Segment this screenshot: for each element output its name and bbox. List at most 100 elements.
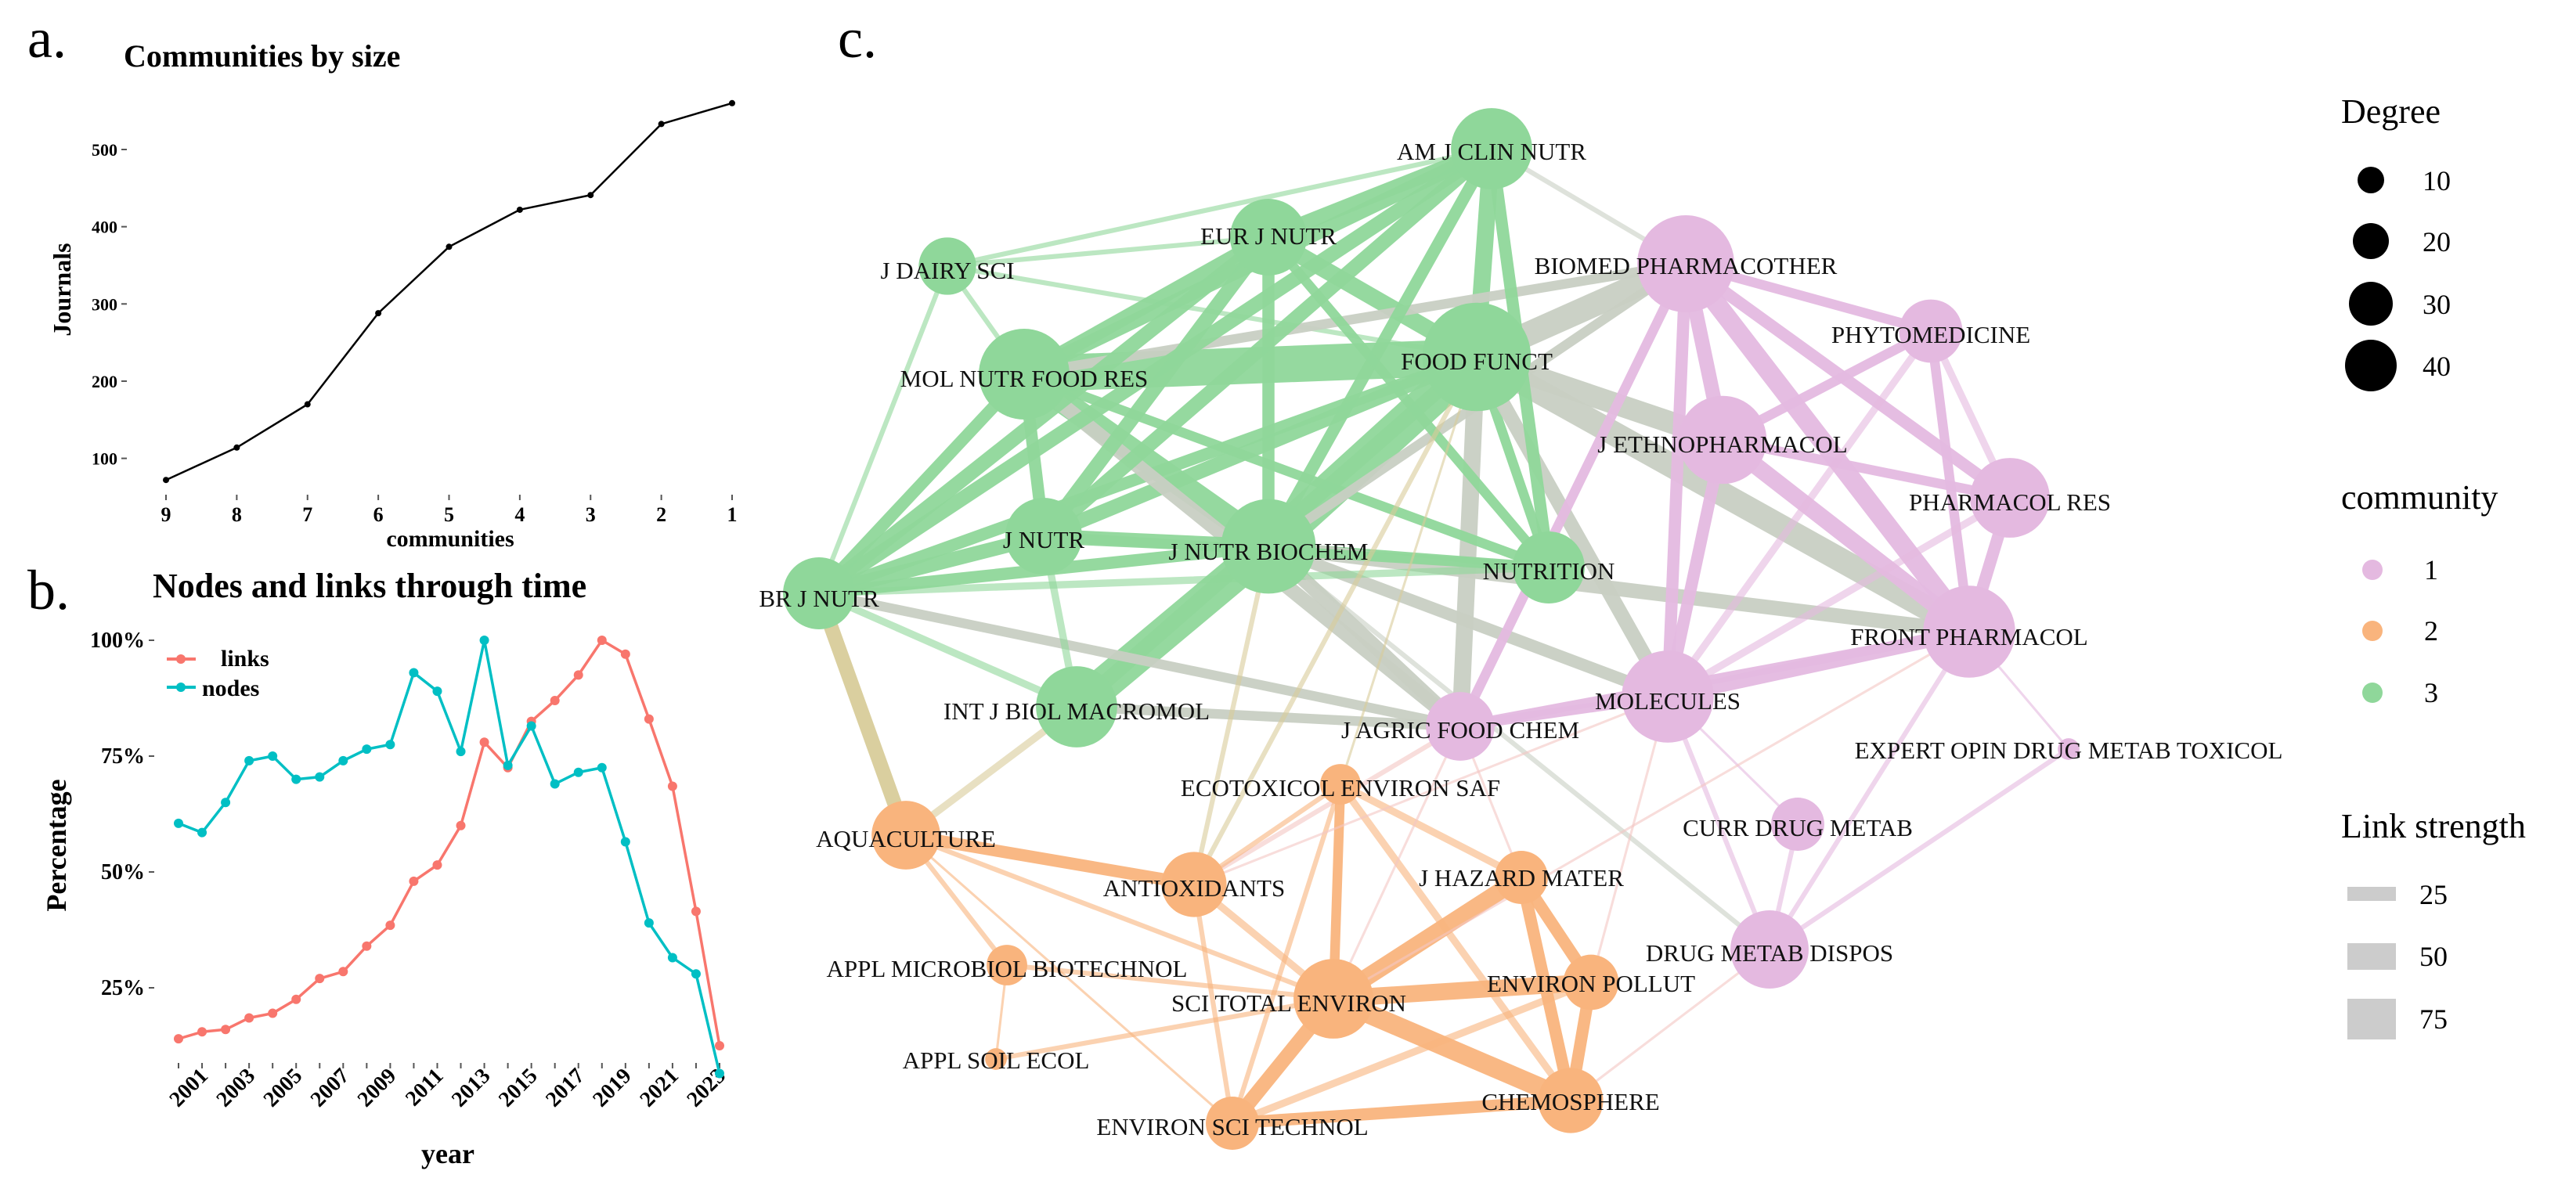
network-link (1036, 141, 1499, 544)
b-data-point-nodes (597, 762, 607, 773)
b-data-point-nodes (315, 772, 325, 782)
network-node-label: EXPERT OPIN DRUG METAB TOXICOL (1855, 737, 2283, 764)
b-data-point-nodes (362, 744, 372, 755)
b-data-point-links (456, 820, 466, 830)
network-node (1005, 498, 1082, 575)
b-series-line-links (178, 638, 721, 1046)
b-data-point-nodes (197, 827, 207, 838)
legend-community-1-label: 1 (2424, 554, 2438, 585)
panel-c-letter: c. (838, 7, 877, 70)
a-data-point (658, 121, 665, 128)
b-ytick-label: 100% (90, 629, 145, 653)
b-xtick-label: 2007 (306, 1064, 355, 1112)
a-ytick-label: 200 (92, 372, 117, 391)
network-link (944, 234, 1272, 269)
network-link (1265, 543, 1773, 953)
network-link (1766, 629, 1972, 953)
panel-a-letter: a. (27, 7, 67, 70)
a-xtick-label: 5 (444, 503, 454, 526)
network-link (1332, 630, 1971, 1000)
b-data-point-nodes (174, 818, 183, 828)
network-node-label: J AGRIC FOOD CHEM (1341, 716, 1579, 744)
network-node-label: BR J NUTR (759, 585, 879, 612)
b-xtick-label: 2009 (353, 1064, 402, 1112)
legend-strength-75-bar (2347, 999, 2396, 1039)
network-link (816, 263, 951, 596)
network-node-label: FRONT PHARMACOL (1850, 623, 2087, 650)
b-xtick-label: 2019 (588, 1064, 637, 1112)
b-data-point-nodes (644, 918, 654, 928)
b-data-point-nodes (667, 953, 677, 963)
network-link (813, 368, 1030, 600)
network-link (1071, 701, 1466, 732)
network-link (1337, 780, 1575, 1104)
b-xtick-label: 2005 (259, 1064, 308, 1112)
legend-community-3-label: 3 (2424, 677, 2438, 708)
b-data-point-links (715, 1041, 724, 1050)
network-link (815, 564, 1553, 597)
network-node-label: PHYTOMEDICINE (1831, 321, 2030, 348)
network-link (904, 834, 1234, 1125)
network-node-label: INT J BIOL MACROMOL (943, 697, 1210, 725)
b-data-point-nodes (550, 779, 560, 789)
panel-a-ylabel: Journals (48, 243, 76, 336)
legend-links-label: links (221, 646, 269, 672)
network-link (1262, 540, 1674, 703)
network-nodes (783, 108, 2080, 1150)
network-node-label: J ETHNOPHARMACOL (1597, 430, 1848, 458)
panel-a-xlabel: communities (386, 526, 514, 552)
a-xtick-label: 3 (586, 503, 596, 526)
network-node (1426, 692, 1495, 761)
network-link (1226, 1094, 1577, 1129)
network-link (1229, 781, 1344, 1126)
b-series-line-nodes (178, 639, 721, 1074)
b-data-point-links (550, 695, 560, 705)
network-node (1538, 1068, 1604, 1133)
a-data-point (729, 99, 735, 106)
network-node-label: J NUTR (1003, 526, 1085, 553)
network-link (1191, 723, 1463, 888)
network-node (1899, 299, 1963, 363)
b-xtick-label: 2013 (447, 1064, 496, 1112)
network-node-label: APPL MICROBIOL BIOTECHNOL (827, 955, 1188, 982)
legend-degree-20-label: 20 (2423, 226, 2451, 258)
network-link (1191, 354, 1480, 888)
network-node (987, 945, 1027, 985)
panel-b-legend: links nodes (167, 646, 269, 701)
b-data-point-links (221, 1025, 231, 1035)
network-link (1004, 962, 1337, 1002)
network-link (814, 588, 1466, 732)
legend-community-1-dot (2362, 560, 2383, 580)
network-node (1730, 910, 1809, 989)
network-node-label: J DAIRY SCI (880, 257, 1014, 284)
network-node (1970, 458, 2050, 538)
network-link (1332, 725, 1462, 1000)
network-node (1495, 851, 1548, 904)
network-node-label: DRUG METAB DISPOS (1646, 939, 1893, 967)
network-link (1469, 349, 1676, 704)
network-link (811, 585, 914, 843)
b-data-point-nodes (385, 740, 395, 750)
network-node-label: AQUACULTURE (816, 825, 996, 852)
legend-degree-30-dot (2349, 282, 2393, 326)
network-link (1323, 989, 1581, 1111)
network-node (1036, 666, 1117, 748)
network-node (1422, 302, 1532, 412)
legend-community-title: community (2341, 478, 2498, 517)
network-link (993, 996, 1337, 1062)
b-data-point-nodes (221, 798, 231, 808)
a-data-point (163, 477, 169, 484)
network-node (1563, 954, 1619, 1010)
b-data-point-links (338, 967, 348, 977)
b-data-point-nodes (503, 760, 513, 770)
network-node-label: ENVIRON POLLUT (1487, 970, 1695, 997)
network-node-label: AM J CLIN NUTR (1397, 138, 1586, 165)
network-node-label: CHEMOSPHERE (1481, 1088, 1659, 1115)
panel-b-xlabel: year (421, 1138, 474, 1169)
legend-nodes-dot (176, 683, 186, 692)
network-node-label: FOOD FUNCT (1401, 348, 1553, 375)
legend-strength-25-label: 25 (2419, 879, 2448, 910)
